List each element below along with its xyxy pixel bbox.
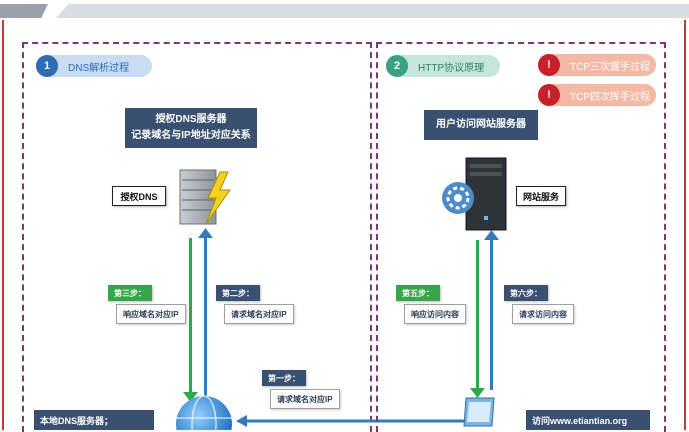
dns-section-pill: 1 DNS解析过程 bbox=[36, 55, 152, 77]
client-to-dns-arrow bbox=[236, 415, 468, 427]
step3-note: 响应域名对应IP bbox=[116, 304, 186, 324]
local-dns-server-box: 本地DNS服务器； bbox=[34, 410, 154, 430]
step2-note: 请求域名对应IP bbox=[224, 304, 294, 324]
auth-dns-label: 授权DNS bbox=[112, 186, 166, 206]
warning-icon: ! bbox=[538, 84, 560, 106]
auth-dns-subtitle: 记录域名与IP地址对应关系 bbox=[131, 130, 251, 141]
dns-section-number: 1 bbox=[36, 55, 58, 77]
step1-tag: 第一步： bbox=[262, 370, 306, 386]
client-visit-box: 访问www.etiantian.org bbox=[526, 410, 650, 430]
step6-note: 请求访问内容 bbox=[512, 304, 574, 324]
client-computer-icon bbox=[463, 397, 495, 427]
auth-dns-server-box: 授权DNS服务器 记录域名与IP地址对应关系 bbox=[125, 108, 257, 148]
http-request-arrowhead bbox=[484, 230, 499, 240]
dns-response-arrowhead bbox=[183, 392, 198, 402]
server-rack-icon bbox=[179, 169, 231, 225]
http-section-title: HTTP协议原理 bbox=[418, 62, 485, 74]
http-section-pill: 2 HTTP协议原理 bbox=[386, 55, 500, 77]
outer-frame bbox=[2, 20, 686, 430]
http-panel bbox=[376, 42, 666, 432]
step3-tag: 第三步： bbox=[108, 285, 152, 301]
web-service-label: 网站服务 bbox=[516, 186, 566, 206]
dns-request-arrowhead bbox=[198, 228, 213, 238]
step5-tag: 第五步： bbox=[396, 285, 440, 301]
http-response-arrowhead bbox=[470, 388, 485, 398]
user-visit-server-box: 用户访问网站服务器 bbox=[424, 110, 538, 140]
dns-request-arrow-line bbox=[204, 236, 207, 396]
tcp-handshake-label: TCP三次握手过程 bbox=[570, 61, 650, 73]
dns-panel bbox=[22, 42, 372, 432]
dns-section-title: DNS解析过程 bbox=[68, 62, 130, 74]
header-accent-segment bbox=[0, 4, 48, 18]
http-response-arrow-line bbox=[476, 240, 479, 390]
top-header-bar bbox=[0, 0, 689, 22]
user-visit-title: 用户访问网站服务器 bbox=[436, 119, 526, 130]
step1-note: 请求域名对应IP bbox=[270, 389, 340, 409]
step6-tag: 第六步： bbox=[504, 285, 548, 301]
http-section-number: 2 bbox=[386, 55, 408, 77]
step2-tag: 第二步： bbox=[216, 285, 260, 301]
tcp-teardown-pill[interactable]: ! TCP四次挥手过程 bbox=[538, 84, 656, 106]
dns-response-arrow-line bbox=[189, 238, 192, 396]
warning-icon: ! bbox=[538, 54, 560, 76]
tcp-handshake-pill[interactable]: ! TCP三次握手过程 bbox=[538, 54, 656, 76]
step5-note: 响应访问内容 bbox=[404, 304, 466, 324]
tcp-teardown-label: TCP四次挥手过程 bbox=[570, 91, 650, 103]
web-server-icon bbox=[442, 157, 507, 231]
globe-icon bbox=[176, 395, 232, 430]
http-request-arrow-line bbox=[490, 238, 493, 390]
header-light-segment bbox=[56, 4, 689, 18]
auth-dns-title: 授权DNS服务器 bbox=[155, 114, 227, 125]
